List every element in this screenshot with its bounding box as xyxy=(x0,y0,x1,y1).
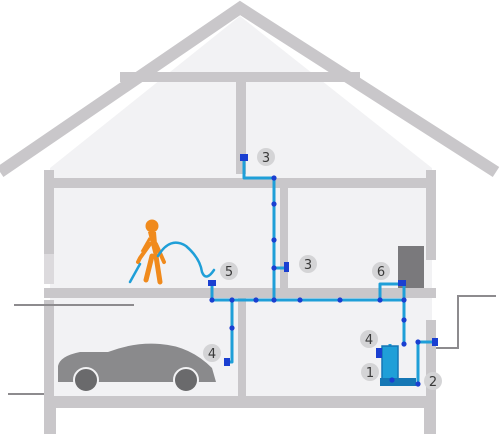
callout-label: 4 xyxy=(208,347,216,362)
ground-slab xyxy=(44,396,436,408)
exhaust-cap xyxy=(432,338,438,346)
foundation-right xyxy=(424,406,436,434)
unit-base xyxy=(380,378,416,386)
callout-label: 5 xyxy=(225,265,233,280)
attic-post xyxy=(236,78,246,174)
car-wheel-rear xyxy=(173,367,199,393)
callout-label: 3 xyxy=(304,258,312,273)
inlet-valve-6 xyxy=(398,280,406,286)
ground-line-right xyxy=(436,295,496,349)
callout-label: 6 xyxy=(377,265,385,280)
right-wall-top xyxy=(426,170,436,260)
callout-label: 4 xyxy=(365,333,373,348)
callout-4-right: 4 xyxy=(360,330,378,348)
person-vacuuming-icon xyxy=(136,219,166,285)
pipe-joints xyxy=(209,175,421,387)
roof xyxy=(0,0,500,178)
callout-3-mid: 3 xyxy=(299,255,317,273)
inlet-valve-5 xyxy=(208,280,216,286)
middle-floor xyxy=(44,288,436,298)
central-vacuum-unit xyxy=(381,345,399,381)
left-window-gap xyxy=(44,254,54,284)
left-wall-bottom xyxy=(44,300,54,396)
car-wheel-front xyxy=(73,367,99,393)
inlet-valve-mid xyxy=(284,262,289,272)
upper-partition xyxy=(280,186,288,288)
callout-label: 3 xyxy=(262,151,270,166)
right-wall-bottom xyxy=(426,320,436,396)
upper-ceiling xyxy=(44,178,436,188)
callout-label: 2 xyxy=(429,375,437,390)
callout-2: 2 xyxy=(424,372,442,390)
callout-5: 5 xyxy=(220,262,238,280)
callout-3-top: 3 xyxy=(257,148,275,166)
callout-6: 6 xyxy=(372,262,390,280)
callout-4-left: 4 xyxy=(203,344,221,362)
lower-partition xyxy=(238,296,246,396)
unit-inlet xyxy=(376,348,382,358)
callout-1: 1 xyxy=(361,363,379,381)
inlet-valve-lower-left xyxy=(224,358,230,366)
attic-beam xyxy=(120,72,360,82)
foundation-left xyxy=(44,406,56,434)
callout-label: 1 xyxy=(366,366,374,381)
inlet-valve-top xyxy=(240,154,248,161)
left-wall-top xyxy=(44,170,54,260)
vacuum-hose xyxy=(128,241,216,284)
